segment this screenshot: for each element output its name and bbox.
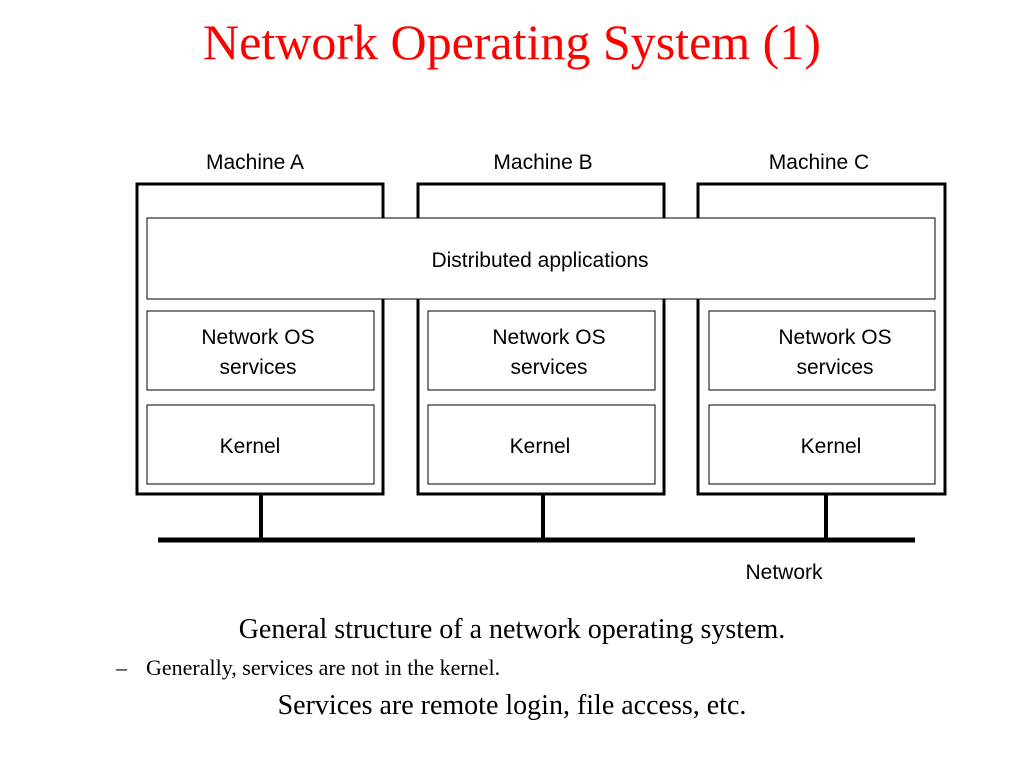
services-label-line2: services <box>219 356 296 379</box>
services-label-line1: Network OS <box>778 326 891 349</box>
slide-title: Network Operating System (1) <box>203 14 821 70</box>
machine-label: Machine A <box>206 151 304 174</box>
services-label-line1: Network OS <box>201 326 314 349</box>
machine-a: Machine A Network OS services Kernel <box>135 151 385 496</box>
machine-label: Machine C <box>769 151 869 174</box>
network-label: Network <box>745 561 823 584</box>
network-bus: Network <box>158 494 915 584</box>
kernel-box <box>708 404 936 485</box>
network-os-services-box <box>146 310 375 391</box>
figure-caption: General structure of a network operating… <box>238 614 786 645</box>
distributed-applications-label: Distributed applications <box>431 249 648 272</box>
note-text: Services are remote login, file access, … <box>277 690 747 721</box>
bullet-text: Generally, services are not in the kerne… <box>146 655 501 680</box>
network-os-services-box <box>427 310 656 391</box>
machine-b: Machine B Network OS services Kernel <box>416 151 666 496</box>
kernel-label: Kernel <box>220 435 281 458</box>
bullet-dash: – <box>116 655 127 680</box>
machine-c: Machine C Network OS services Kernel <box>696 151 947 496</box>
machine-label: Machine B <box>493 151 592 174</box>
kernel-box <box>427 404 656 485</box>
kernel-label: Kernel <box>801 435 862 458</box>
services-label-line2: services <box>796 356 873 379</box>
network-os-services-box <box>708 310 936 391</box>
distributed-applications-box <box>146 217 936 300</box>
services-label-line1: Network OS <box>492 326 605 349</box>
kernel-label: Kernel <box>510 435 571 458</box>
bullet-item: –Generally, services are not in the kern… <box>116 654 500 682</box>
kernel-box <box>146 404 375 485</box>
services-label-line2: services <box>510 356 587 379</box>
distributed-applications-layer: Distributed applications <box>146 217 936 300</box>
